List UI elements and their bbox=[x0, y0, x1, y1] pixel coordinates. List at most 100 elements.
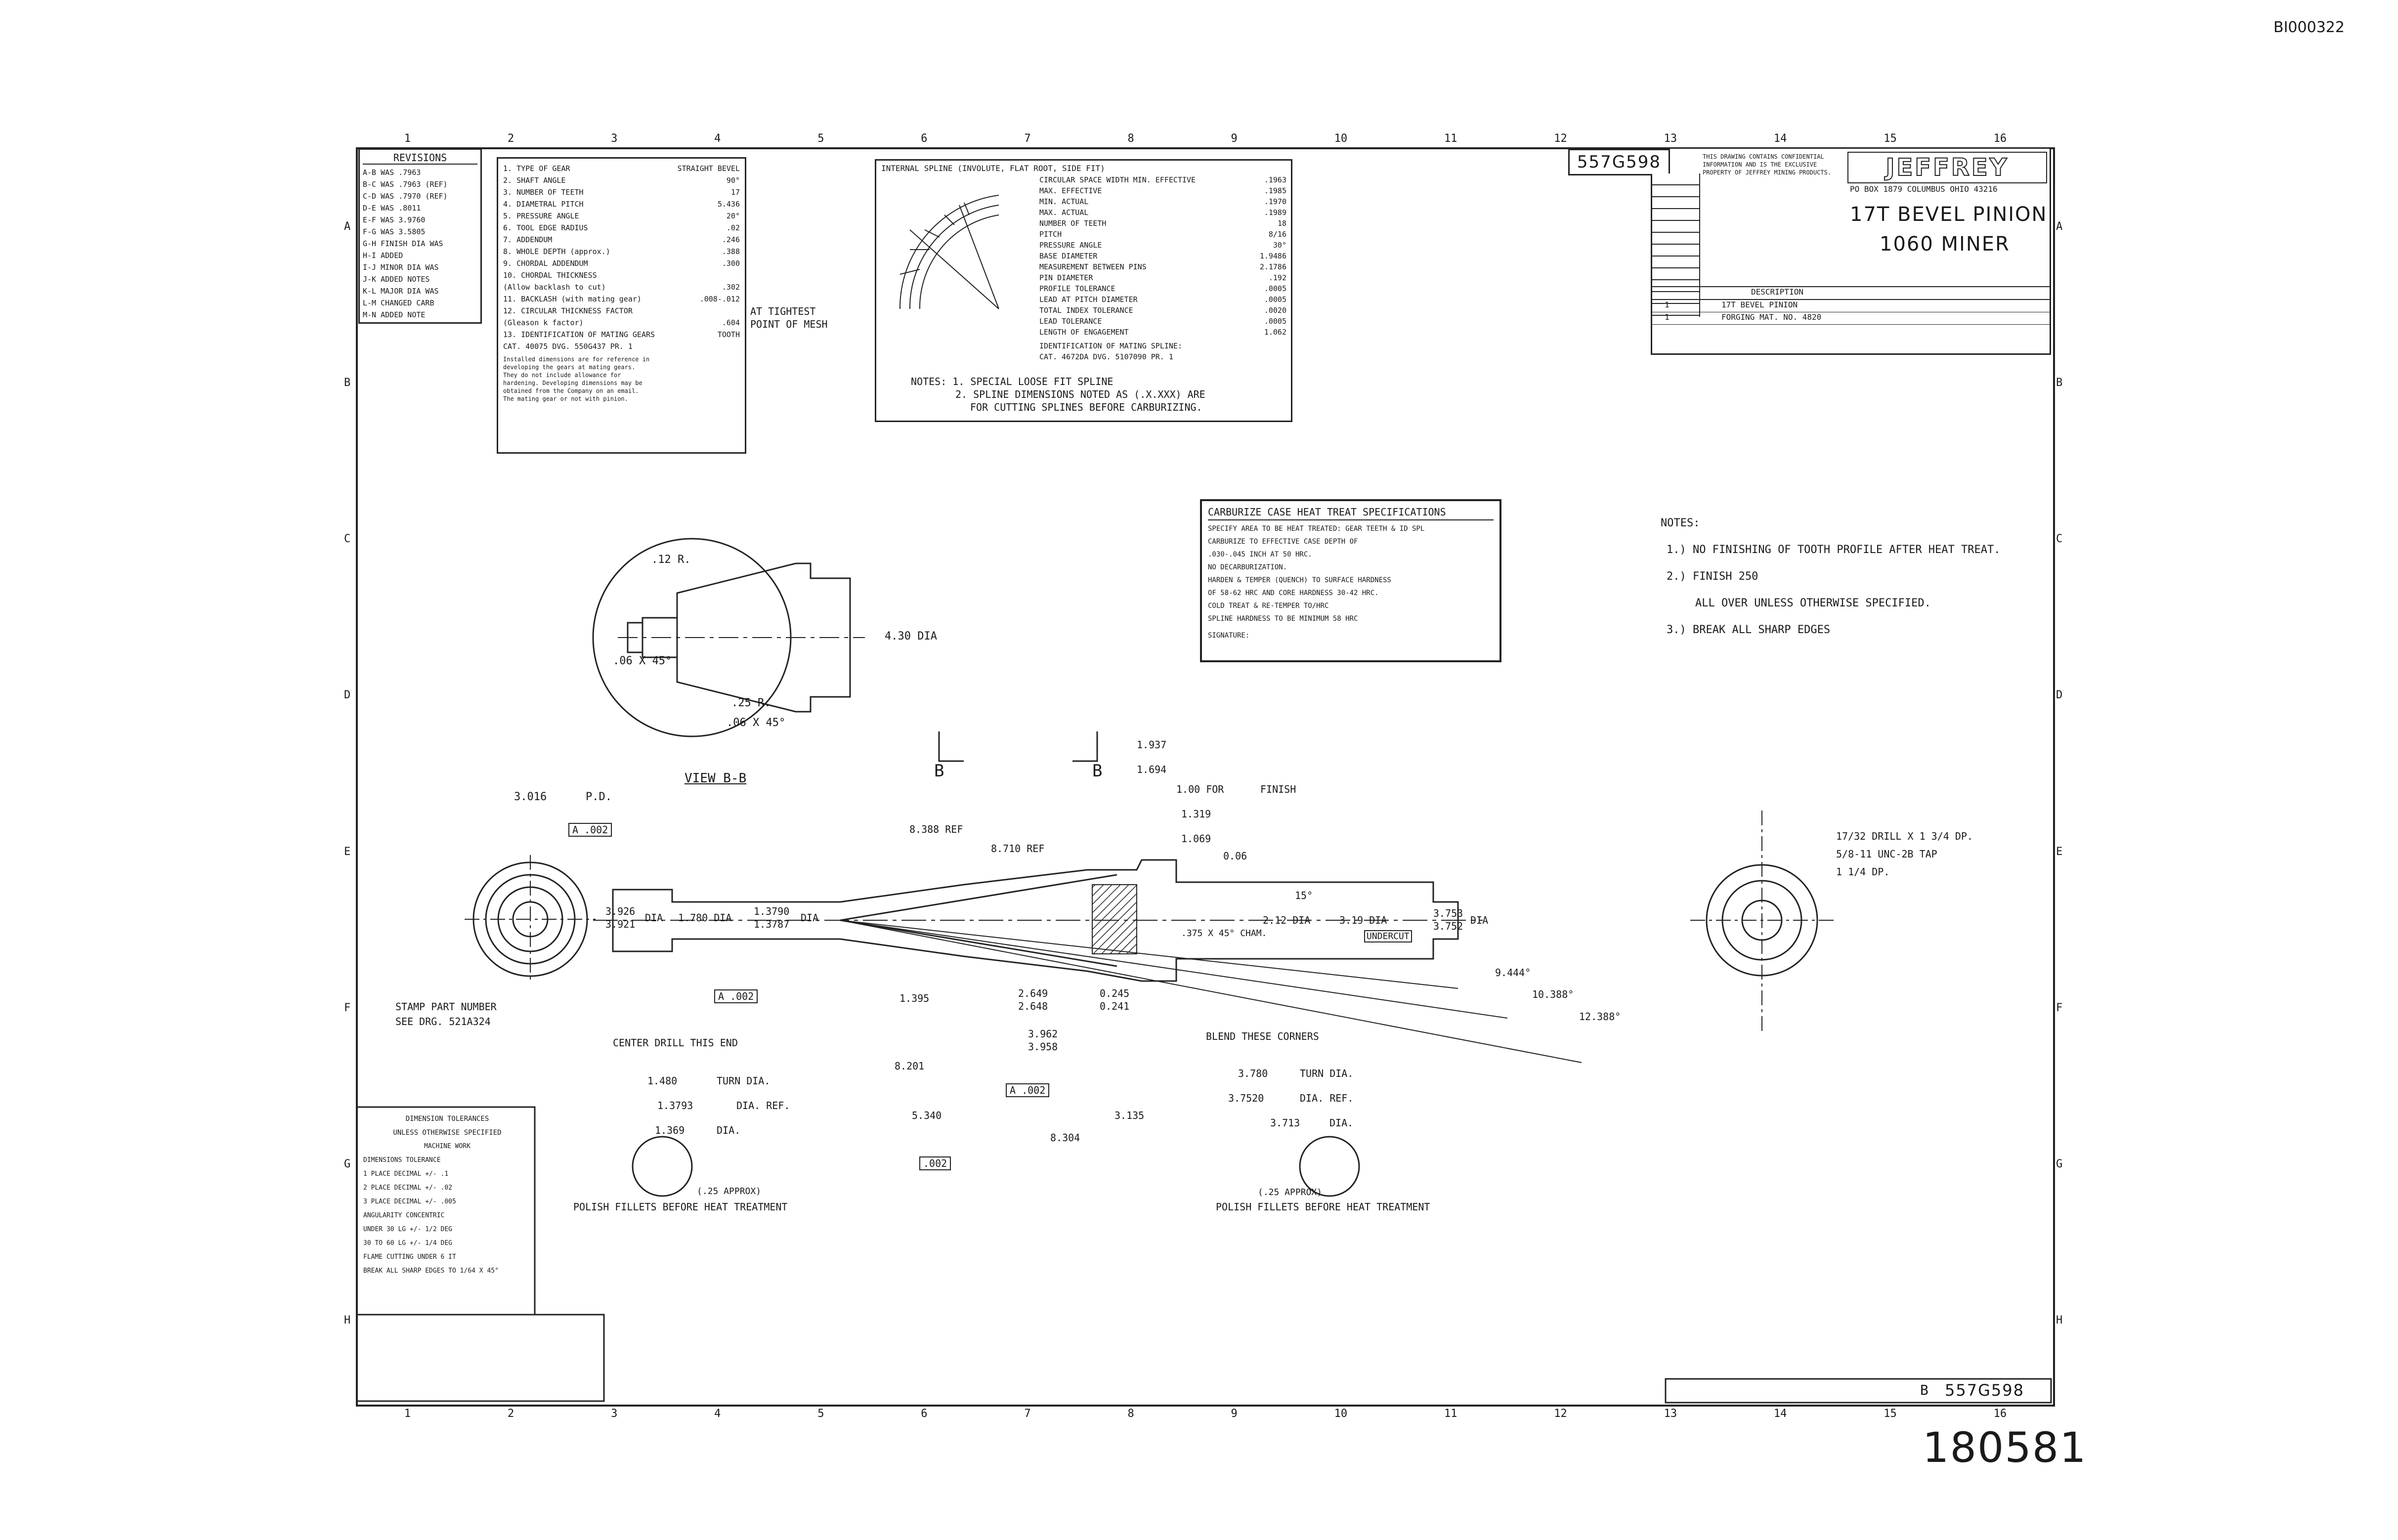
dim-label: 1.369 bbox=[655, 1124, 685, 1136]
zone-number: 4 bbox=[714, 132, 721, 145]
spline-ident-value: CAT. 4672DA DVG. 5107090 PR. 1 bbox=[1039, 352, 1173, 361]
spline-row: PIN DIAMETER.192 bbox=[1039, 273, 1286, 282]
mesh-note-line-2: POINT OF MESH bbox=[750, 318, 828, 330]
heat-treat-lines: SPECIFY AREA TO BE HEAT TREATED: GEAR TE… bbox=[1208, 522, 1494, 642]
zone-number: 7 bbox=[1024, 132, 1031, 145]
dim-label: 4.30 DIA bbox=[885, 630, 937, 642]
bom-description: FORGING MAT. NO. 4820 bbox=[1721, 312, 1822, 322]
dim-label: 1.3787 bbox=[754, 918, 790, 930]
zone-letter: A bbox=[344, 220, 351, 233]
left-zone-strip: A B C D E F G H bbox=[344, 148, 355, 1399]
revision-row: J-K ADDED NOTES bbox=[363, 275, 430, 284]
dim-label: 15° bbox=[1295, 890, 1313, 901]
part-number-box: 557G598 bbox=[1568, 149, 1670, 175]
heat-treat-block: CARBURIZE CASE HEAT TREAT SPECIFICATIONS… bbox=[1200, 499, 1501, 662]
stamp-note: SEE DRG. 521A324 bbox=[395, 1016, 491, 1027]
zone-number: 11 bbox=[1444, 1408, 1457, 1420]
dim-label: 5.340 bbox=[912, 1110, 942, 1121]
dim-label: 1.694 bbox=[1137, 764, 1167, 775]
heat-treat-line: NO DECARBURIZATION. bbox=[1208, 563, 1287, 571]
heat-treat-line: .030-.045 INCH AT 50 HRC. bbox=[1208, 551, 1312, 558]
gear-data-row: (Gleason k factor).604 bbox=[503, 318, 740, 327]
revision-row: G-H FINISH DIA WAS bbox=[363, 239, 443, 248]
heat-treat-line: HARDEN & TEMPER (QUENCH) TO SURFACE HARD… bbox=[1208, 576, 1391, 584]
tolerance-line: UNDER 30 LG +/- 1/2 DEG bbox=[363, 1226, 453, 1233]
top-zone-strip: 1 2 3 4 5 6 7 8 9 10 11 12 13 14 15 16 bbox=[356, 132, 2055, 146]
zone-letter: B bbox=[2056, 376, 2063, 389]
spline-block: INTERNAL SPLINE (INVOLUTE, FLAT ROOT, SI… bbox=[875, 159, 1292, 422]
drill-note: 1 1/4 DP. bbox=[1836, 866, 1890, 878]
feature-control-frame: A .002 bbox=[568, 823, 612, 837]
zone-number: 12 bbox=[1554, 1408, 1567, 1420]
dim-label: 8.710 REF bbox=[991, 843, 1045, 855]
dim-label: DIA bbox=[645, 912, 663, 924]
dim-label: DIA. bbox=[717, 1124, 741, 1136]
note-item: ALL OVER UNLESS OTHERWISE SPECIFIED. bbox=[1695, 597, 1931, 609]
tolerance-line: 3 PLACE DECIMAL +/- .005 bbox=[363, 1198, 456, 1205]
tolerance-block: DIMENSION TOLERANCES UNLESS OTHERWISE SP… bbox=[363, 1112, 531, 1278]
revision-row: C-D WAS .7970 (REF) bbox=[363, 192, 448, 201]
zone-letter: F bbox=[2056, 1001, 2063, 1014]
spline-row: PROFILE TOLERANCE.0005 bbox=[1039, 284, 1286, 293]
spline-row: TOTAL INDEX TOLERANCE.0020 bbox=[1039, 306, 1286, 315]
dim-label: 2.12 DIA bbox=[1263, 914, 1311, 926]
heat-treat-title: CARBURIZE CASE HEAT TREAT SPECIFICATIONS bbox=[1208, 506, 1494, 520]
zone-number: 16 bbox=[1993, 1408, 2007, 1420]
dim-label: 0.245 bbox=[1100, 987, 1130, 999]
tolerance-line: FLAME CUTTING UNDER 6 IT bbox=[363, 1253, 456, 1261]
bom-header-description: DESCRIPTION bbox=[1751, 287, 1803, 297]
general-notes: NOTES: 1.) NO FINISHING OF TOOTH PROFILE… bbox=[1661, 510, 2001, 643]
feature-control-frame: A .002 bbox=[1006, 1083, 1050, 1097]
note-item: 2.) FINISH 250 bbox=[1667, 570, 1758, 583]
dim-label: 10.388° bbox=[1532, 988, 1574, 1000]
gear-data-row: (Allow backlash to cut).302 bbox=[503, 283, 740, 292]
dim-label: 3.926 bbox=[605, 905, 636, 917]
dim-label: 1.3790 bbox=[754, 905, 790, 917]
zone-number: 12 bbox=[1554, 132, 1567, 145]
revision-row: F-G WAS 3.5805 bbox=[363, 227, 426, 236]
section-label: B bbox=[1092, 761, 1103, 781]
zone-number: 10 bbox=[1334, 1408, 1348, 1420]
dim-label: 3.958 bbox=[1028, 1041, 1058, 1053]
bottom-sheet-size: B bbox=[1920, 1382, 1928, 1398]
revision-row: L-M CHANGED CARB bbox=[363, 299, 434, 307]
dim-label: DIA bbox=[801, 912, 819, 924]
zone-number: 11 bbox=[1444, 132, 1457, 145]
spline-note: FOR CUTTING SPLINES BEFORE CARBURIZING. bbox=[970, 401, 1202, 413]
gear-data-row: 9. CHORDAL ADDENDUM.300 bbox=[503, 259, 740, 268]
dim-label: 1.480 bbox=[647, 1075, 678, 1087]
heat-treat-line: SPLINE HARDNESS TO BE MINIMUM 58 HRC bbox=[1208, 615, 1358, 623]
gear-data-row: 11. BACKLASH (with mating gear).008-.012 bbox=[503, 295, 740, 303]
revision-grid bbox=[1652, 173, 1700, 317]
view-bb-label: VIEW B-B bbox=[685, 771, 747, 786]
bom-header: DESCRIPTION bbox=[1652, 287, 2050, 300]
tolerance-title: DIMENSION TOLERANCES bbox=[405, 1115, 489, 1123]
dim-label: .06 X 45° bbox=[727, 717, 786, 729]
dim-label: P.D. bbox=[586, 791, 612, 803]
gear-data-row: 12. CIRCULAR THICKNESS FACTOR bbox=[503, 306, 633, 315]
zone-number: 3 bbox=[611, 132, 618, 145]
heat-treat-line: COLD TREAT & RE-TEMPER TO/HRC bbox=[1208, 602, 1329, 610]
drawing-title-line-1: 17T BEVEL PINION bbox=[1850, 203, 2048, 226]
dim-label: 8.201 bbox=[895, 1060, 925, 1072]
zone-number: 4 bbox=[714, 1408, 721, 1420]
zone-number: 5 bbox=[817, 132, 824, 145]
view-bb-profile bbox=[676, 562, 851, 713]
dim-label: 2.648 bbox=[1018, 1000, 1048, 1012]
revisions-block: REVISIONS A-B WAS .7963 B-C WAS .7963 (R… bbox=[358, 148, 482, 324]
drawing-note: BLEND THESE CORNERS bbox=[1206, 1030, 1319, 1042]
dim-label: 3.19 DIA bbox=[1339, 914, 1387, 926]
zone-number: 15 bbox=[1884, 132, 1897, 145]
drawing-title-line-2: 1060 MINER bbox=[1880, 233, 2010, 256]
revisions-title: REVISIONS bbox=[363, 152, 477, 165]
stamp-note: STAMP PART NUMBER bbox=[395, 1001, 497, 1013]
heat-treat-line: SPECIFY AREA TO BE HEAT TREATED: GEAR TE… bbox=[1208, 525, 1425, 533]
company-address: PO BOX 1879 COLUMBUS OHIO 43216 bbox=[1850, 184, 1998, 194]
company-logo: JEFFREY bbox=[1847, 152, 2047, 183]
gear-data-row: 7. ADDENDUM.246 bbox=[503, 235, 740, 244]
